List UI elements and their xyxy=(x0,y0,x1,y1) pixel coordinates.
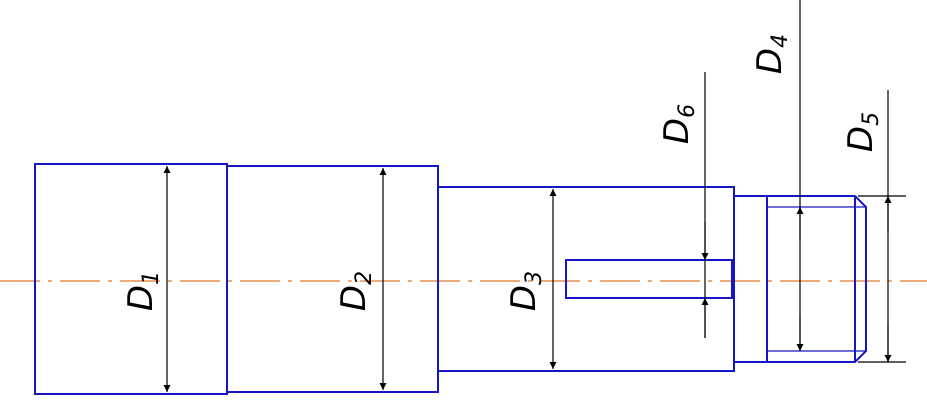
keyway-slot xyxy=(565,259,733,299)
svg-text:D6: D6 xyxy=(657,104,700,144)
svg-text:D1: D1 xyxy=(121,271,164,311)
dimension-label-d2: D2 xyxy=(334,271,377,311)
svg-text:D3: D3 xyxy=(504,271,547,311)
dimension-label-d4: D4 xyxy=(750,34,793,74)
shaft-section-1 xyxy=(34,163,228,395)
dimension-label-d5: D5 xyxy=(841,112,884,152)
shaft-section-2 xyxy=(226,165,439,393)
shaft-outline xyxy=(34,163,867,395)
dimension-label-d1: D1 xyxy=(121,271,164,311)
svg-text:D2: D2 xyxy=(334,271,377,311)
svg-text:D4: D4 xyxy=(750,34,793,74)
shaft-section-3 xyxy=(437,186,735,372)
dimension-label-d3: D3 xyxy=(504,271,547,311)
svg-text:D5: D5 xyxy=(841,112,884,152)
dimension-lines xyxy=(163,0,906,392)
dimension-label-d6: D6 xyxy=(657,104,700,144)
